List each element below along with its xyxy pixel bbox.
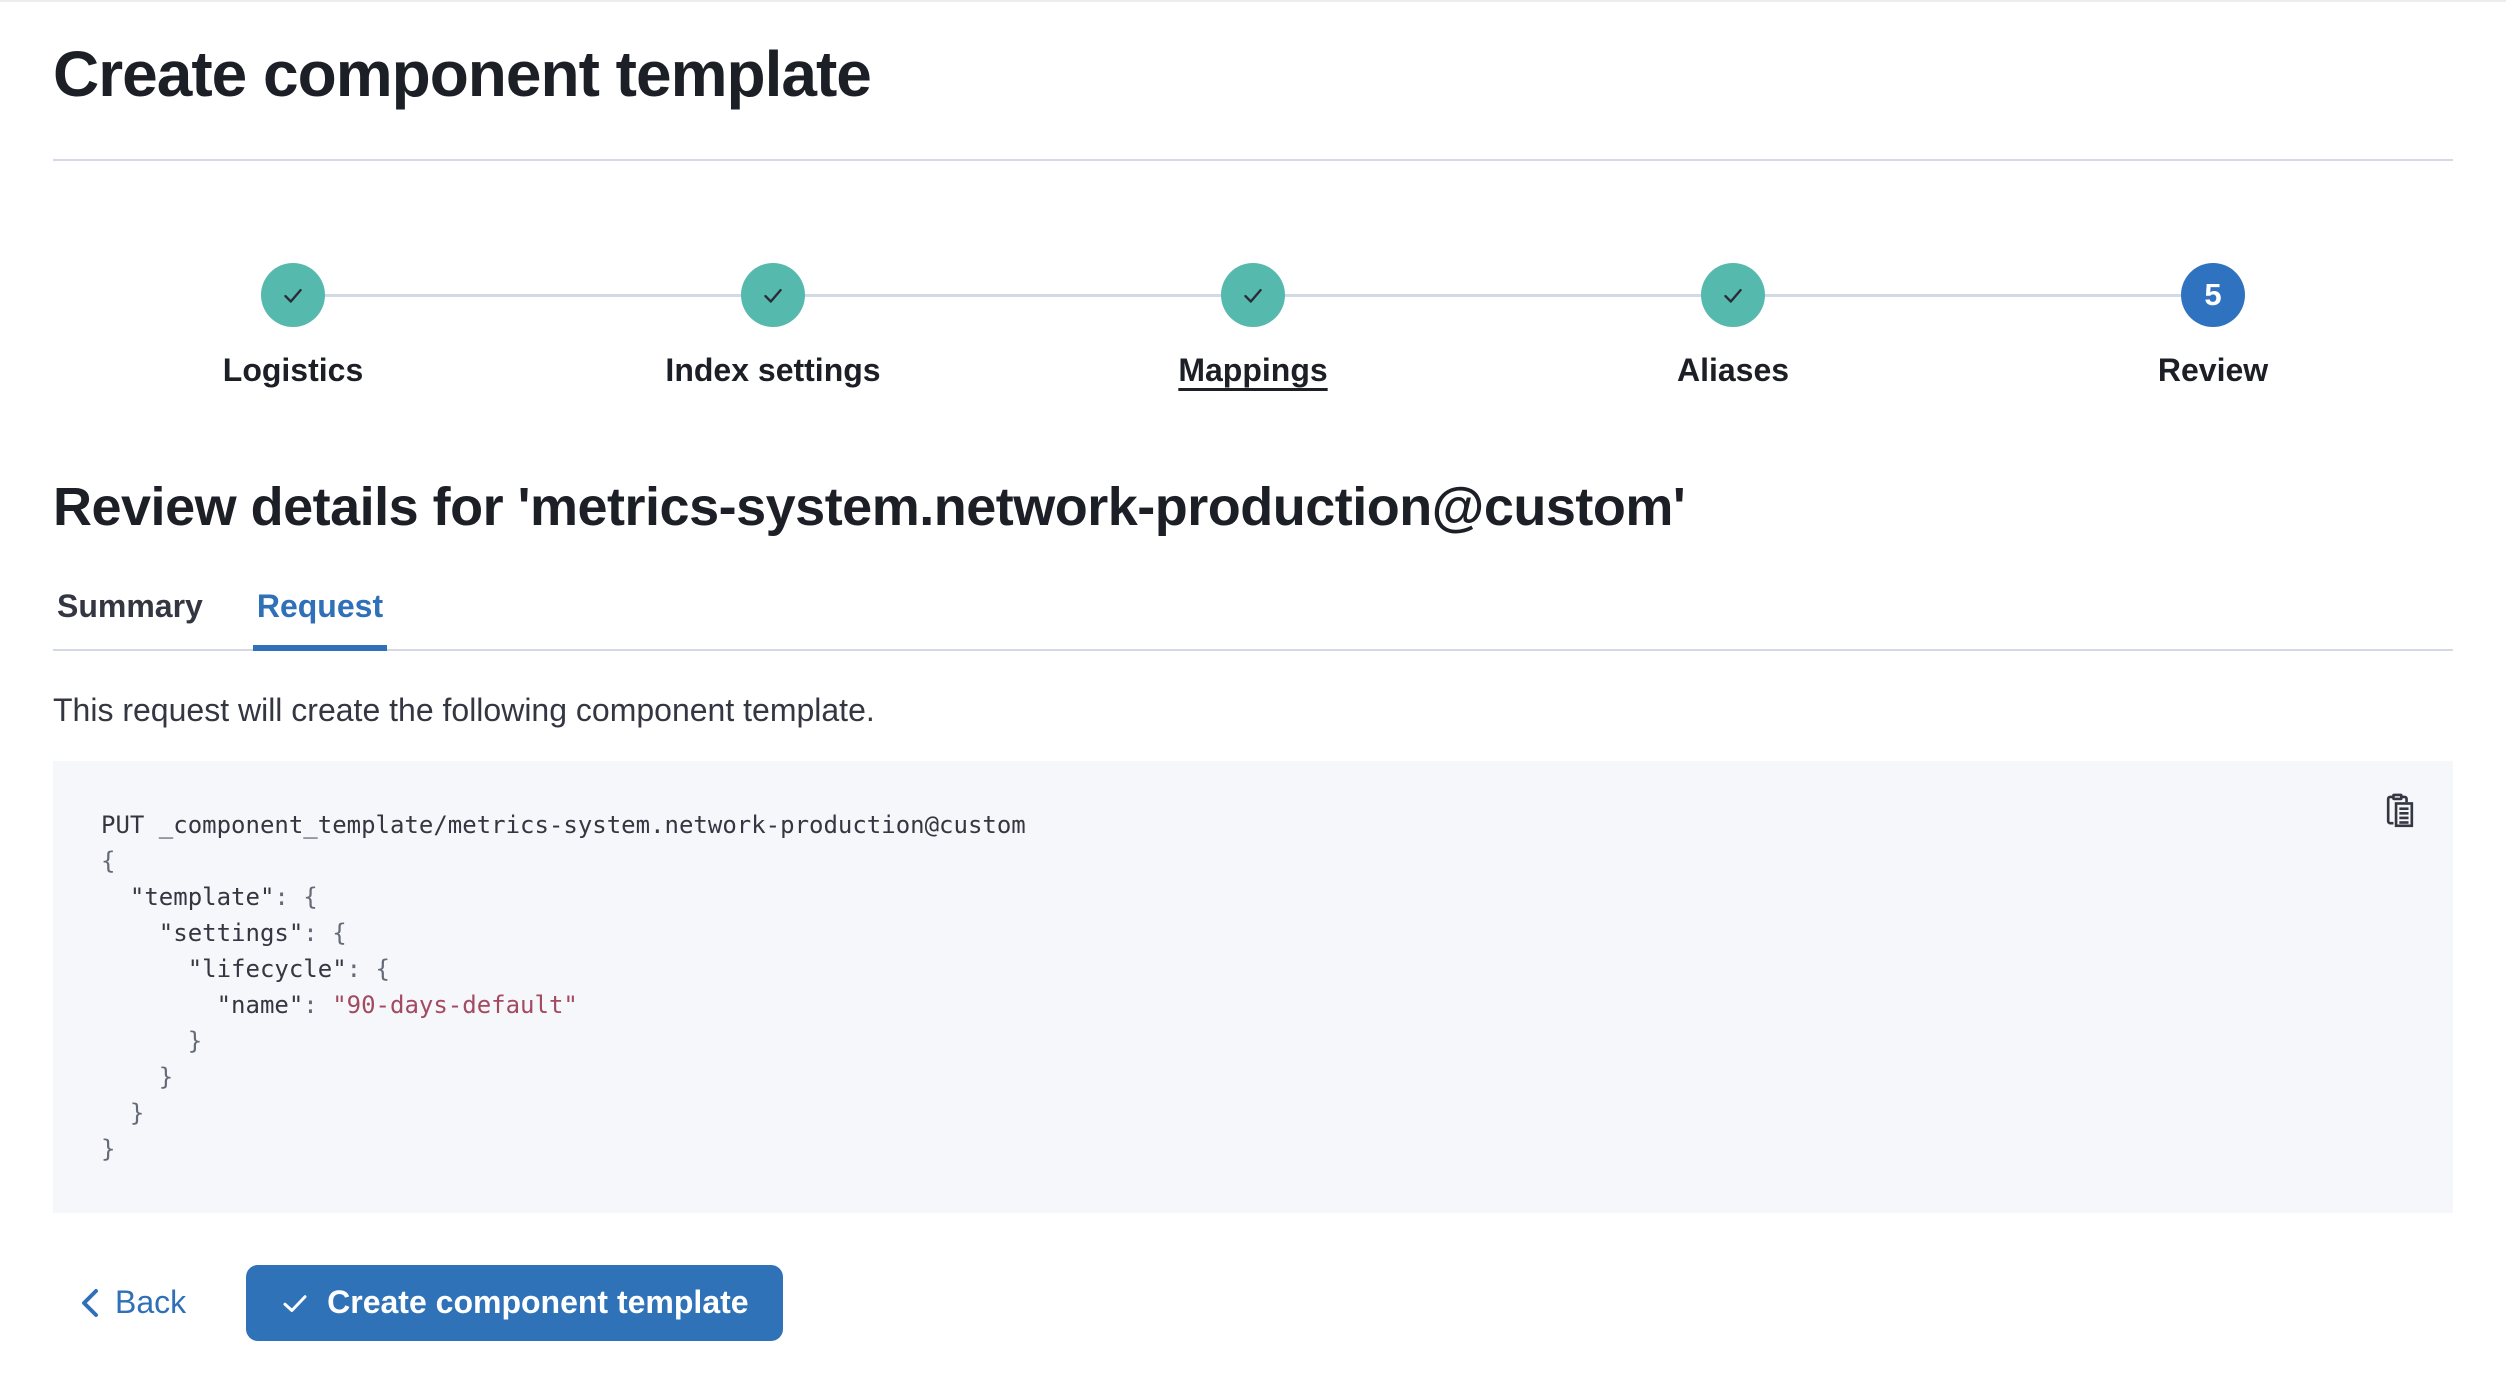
step-mappings-indicator	[1221, 262, 1285, 327]
step-review-label: Review	[2157, 351, 2269, 388]
check-icon	[280, 1288, 310, 1318]
step-mappings[interactable]: Mappings	[1013, 262, 1493, 389]
code-line: }	[101, 1026, 203, 1055]
tab-bar: Summary Request	[53, 588, 2453, 651]
step-aliases[interactable]: Aliases	[1493, 262, 1973, 389]
code-line: }	[101, 1062, 174, 1091]
tab-request[interactable]: Request	[252, 588, 388, 651]
create-component-template-label: Create component template	[327, 1284, 749, 1321]
step-aliases-indicator	[1701, 262, 1765, 327]
step-index-settings-indicator	[741, 262, 805, 327]
request-code: PUT _component_template/metrics-system.n…	[101, 807, 2405, 1167]
code-line: }	[101, 1098, 145, 1127]
step-logistics-label: Logistics	[222, 351, 364, 388]
page-title: Create component template	[53, 38, 872, 110]
code-line: "name": "90-days-default"	[216, 990, 578, 1019]
code-line: }	[101, 1134, 116, 1163]
code-line: "template": {	[129, 882, 318, 911]
code-line: "settings": {	[158, 918, 347, 947]
check-icon	[1720, 282, 1746, 308]
request-code-block: PUT _component_template/metrics-system.n…	[53, 760, 2453, 1213]
chevron-left-icon	[79, 1288, 101, 1318]
create-component-template-button[interactable]: Create component template	[246, 1264, 783, 1341]
step-number: 5	[2204, 276, 2222, 312]
code-line: {	[101, 846, 116, 875]
header-divider	[53, 158, 2453, 161]
footer-actions: Back Create component template	[53, 1264, 2453, 1341]
step-logistics-indicator	[261, 262, 325, 327]
code-line: PUT _component_template/metrics-system.n…	[101, 810, 1026, 839]
step-review-indicator: 5	[2181, 262, 2245, 327]
request-description: This request will create the following c…	[53, 691, 875, 728]
step-mappings-label: Mappings	[1178, 351, 1328, 388]
step-index-settings[interactable]: Index settings	[533, 262, 1013, 389]
tab-summary[interactable]: Summary	[53, 588, 207, 649]
check-icon	[760, 282, 786, 308]
step-index-settings-label: Index settings	[665, 351, 881, 388]
check-icon	[1240, 282, 1266, 308]
copy-button[interactable]	[2379, 791, 2421, 833]
copy-clipboard-icon	[2379, 791, 2421, 833]
review-heading: Review details for 'metrics-system.netwo…	[53, 476, 1686, 537]
check-icon	[280, 282, 306, 308]
back-label: Back	[115, 1284, 187, 1321]
back-button[interactable]: Back	[79, 1284, 186, 1321]
create-component-template-page: Create component template Logistics Index…	[0, 36, 2506, 1341]
code-line: "lifecycle": {	[187, 954, 391, 983]
step-logistics[interactable]: Logistics	[53, 262, 533, 389]
step-aliases-label: Aliases	[1676, 351, 1790, 388]
